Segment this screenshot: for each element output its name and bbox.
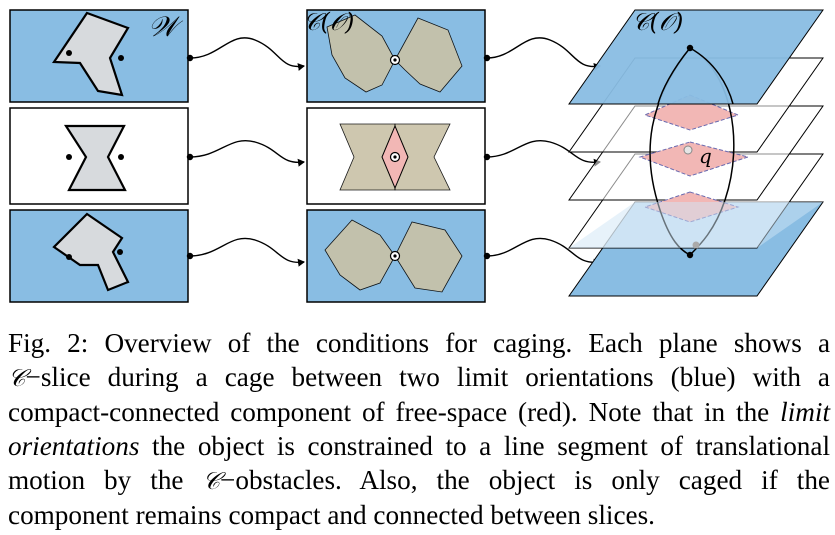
object-polygon xyxy=(51,11,130,97)
cspace-panel-middle xyxy=(306,107,486,205)
caption-line-2: 𝒞−slice during a cage between two limit … xyxy=(8,360,830,395)
figure-caption: Fig. 2: Overview of the conditions for c… xyxy=(8,326,830,532)
cspace-symbol: 𝒞 xyxy=(8,364,26,392)
caption-text: −obstacles. Also, the object is only cag… xyxy=(220,465,830,495)
arrows-workspace-to-cspace xyxy=(186,37,305,267)
workspace-panel-middle xyxy=(9,107,189,205)
figure-number: Fig. 2: xyxy=(8,328,89,358)
workspace-panel-top xyxy=(9,9,189,103)
caption-text: compact-connected component of free-spac… xyxy=(8,397,770,427)
caption-line-3: compact-connected component of free-spac… xyxy=(8,395,830,429)
workspace-panel-bottom xyxy=(9,209,189,303)
slice-stack xyxy=(568,9,824,297)
caption-line-5: motion by the 𝒞−obstacles. Also, the obj… xyxy=(8,463,830,498)
object-polygon xyxy=(52,212,130,292)
free-space-component xyxy=(643,94,740,131)
object-polygon xyxy=(63,124,127,192)
free-space-component xyxy=(638,141,750,177)
caption-text: Overview of the conditions for caging. E… xyxy=(104,328,831,358)
q-label: q xyxy=(699,144,712,168)
cspace-obstacle-label-middle: 𝒞(𝒪) xyxy=(303,8,354,36)
caption-text: the object is constrained to a line segm… xyxy=(152,431,831,461)
caption-emphasis: orientations xyxy=(8,431,140,461)
cspace-panel-bottom xyxy=(306,209,486,303)
limit-slice-top xyxy=(568,9,824,105)
caption-emphasis: limit xyxy=(780,397,831,427)
cspace-panel-top xyxy=(306,9,486,103)
caption-line-1: Fig. 2: Overview of the conditions for c… xyxy=(8,326,830,360)
cspace-symbol: 𝒞 xyxy=(202,467,221,495)
cspace-obstacle-label-right: 𝒞(𝒪) xyxy=(632,8,683,36)
caging-overview-figure: 𝒲 𝒞(𝒪) xyxy=(9,8,824,303)
caption-line-4: orientations the object is constrained t… xyxy=(8,429,830,463)
arrows-cspace-to-stack xyxy=(483,37,601,267)
caption-text: component remains compact and connected … xyxy=(8,500,655,530)
caption-line-6: component remains compact and connected … xyxy=(8,498,830,532)
configuration-q-marker xyxy=(683,145,693,155)
caption-text: motion by the xyxy=(8,465,184,495)
caption-text: −slice during a cage between two limit o… xyxy=(25,362,831,392)
